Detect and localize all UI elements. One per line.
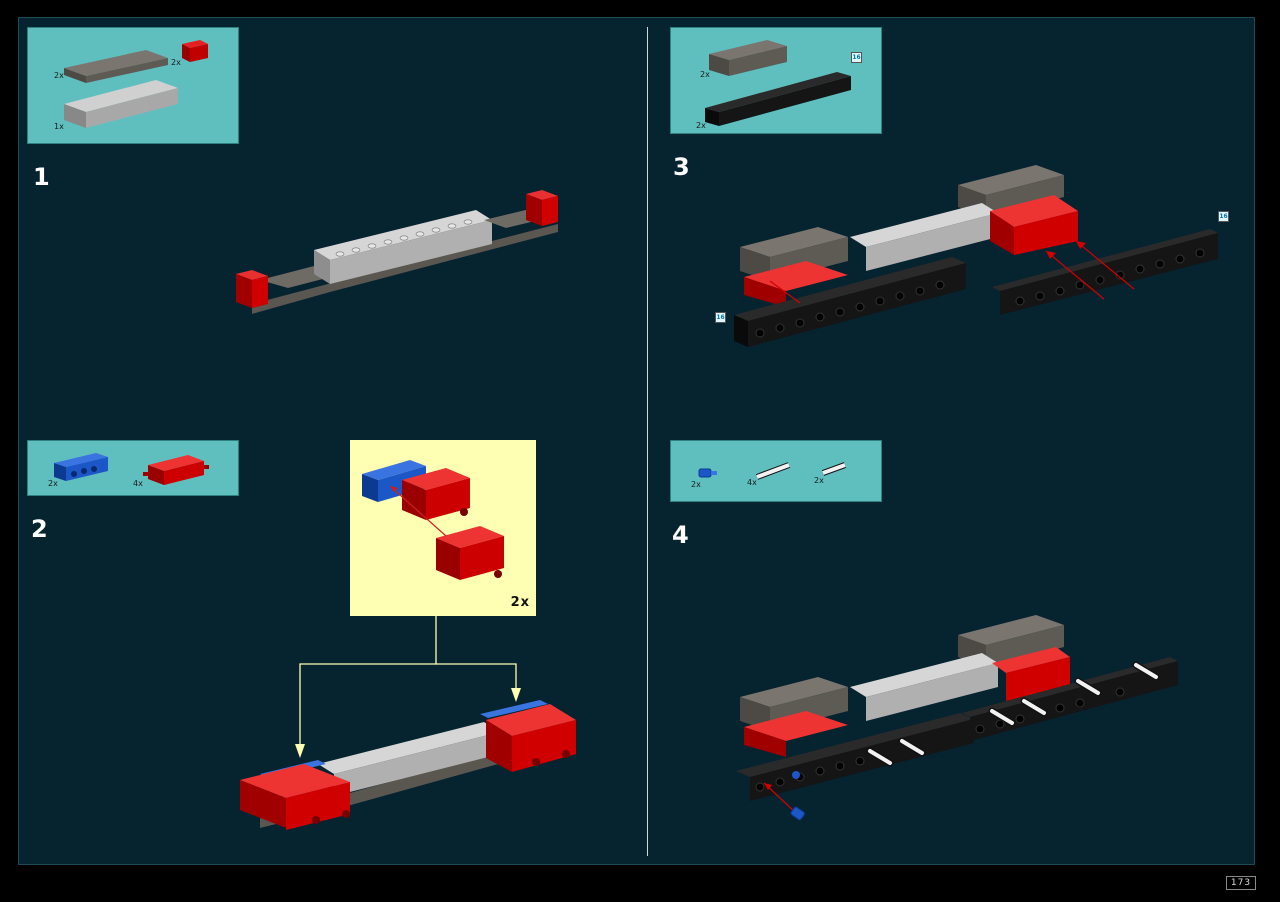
step-4-model — [736, 615, 1178, 821]
step-3-parts-illustration — [705, 40, 851, 126]
step-4-qty-long-pin: 4x — [747, 478, 757, 487]
part-white-long-pin — [755, 462, 791, 480]
step-1-model — [236, 190, 558, 314]
step-4-qty-blue-pin: 2x — [691, 480, 701, 489]
step-1-parts-box: 2x 2x 1x — [27, 27, 239, 144]
part-blue-axle-pin — [698, 468, 717, 478]
part-black-technic-beam — [705, 72, 851, 126]
step-3-model — [734, 165, 1218, 347]
step-3-model-length-tag-right: 16 — [1218, 211, 1229, 222]
part-white-pin — [821, 462, 847, 476]
step-3-length-tag: 16 — [851, 52, 862, 63]
step-4-parts-illustration — [698, 462, 847, 480]
part-red-brick — [182, 40, 208, 62]
part-dark-gray-plate — [709, 40, 787, 76]
step-2-subassembly-illustration — [362, 460, 504, 580]
step-1-parts-illustration — [64, 40, 208, 128]
step-2-parts-box: 2x 4x — [27, 440, 239, 496]
part-red-technic-brick — [143, 455, 209, 485]
step-2-qty-red-brick: 4x — [133, 479, 143, 488]
step-1-qty-plate: 2x — [54, 71, 64, 80]
step-1-qty-light-brick: 1x — [54, 122, 64, 131]
step-1-qty-red-brick: 2x — [171, 58, 181, 67]
column-divider — [647, 27, 648, 856]
step-2-parts-illustration — [54, 453, 209, 485]
step-3-model-length-tag-front: 16 — [715, 312, 726, 323]
part-light-gray-brick — [64, 80, 178, 128]
step-3-number: 3 — [673, 153, 691, 181]
step-2-callout: 2x — [350, 440, 536, 616]
step-2-model — [240, 700, 576, 830]
step-3-qty-plate: 2x — [700, 70, 710, 79]
part-blue-technic-beam — [54, 453, 108, 481]
step-3-qty-beam: 2x — [696, 121, 706, 130]
step-4-number: 4 — [672, 521, 690, 549]
step-2-callout-qty: 2x — [510, 595, 530, 610]
step-4-qty-pin: 2x — [814, 476, 824, 485]
step-2-qty-blue-beam: 2x — [48, 479, 58, 488]
page-number: 173 — [1226, 876, 1256, 890]
step-3-parts-box: 2x 2x 16 — [670, 27, 882, 134]
step-1-number: 1 — [33, 163, 51, 191]
step-4-parts-box: 2x 4x 2x — [670, 440, 882, 502]
step-2-number: 2 — [31, 515, 49, 543]
part-dark-gray-plate — [64, 50, 168, 83]
step-2-callout-arrows — [295, 616, 521, 758]
